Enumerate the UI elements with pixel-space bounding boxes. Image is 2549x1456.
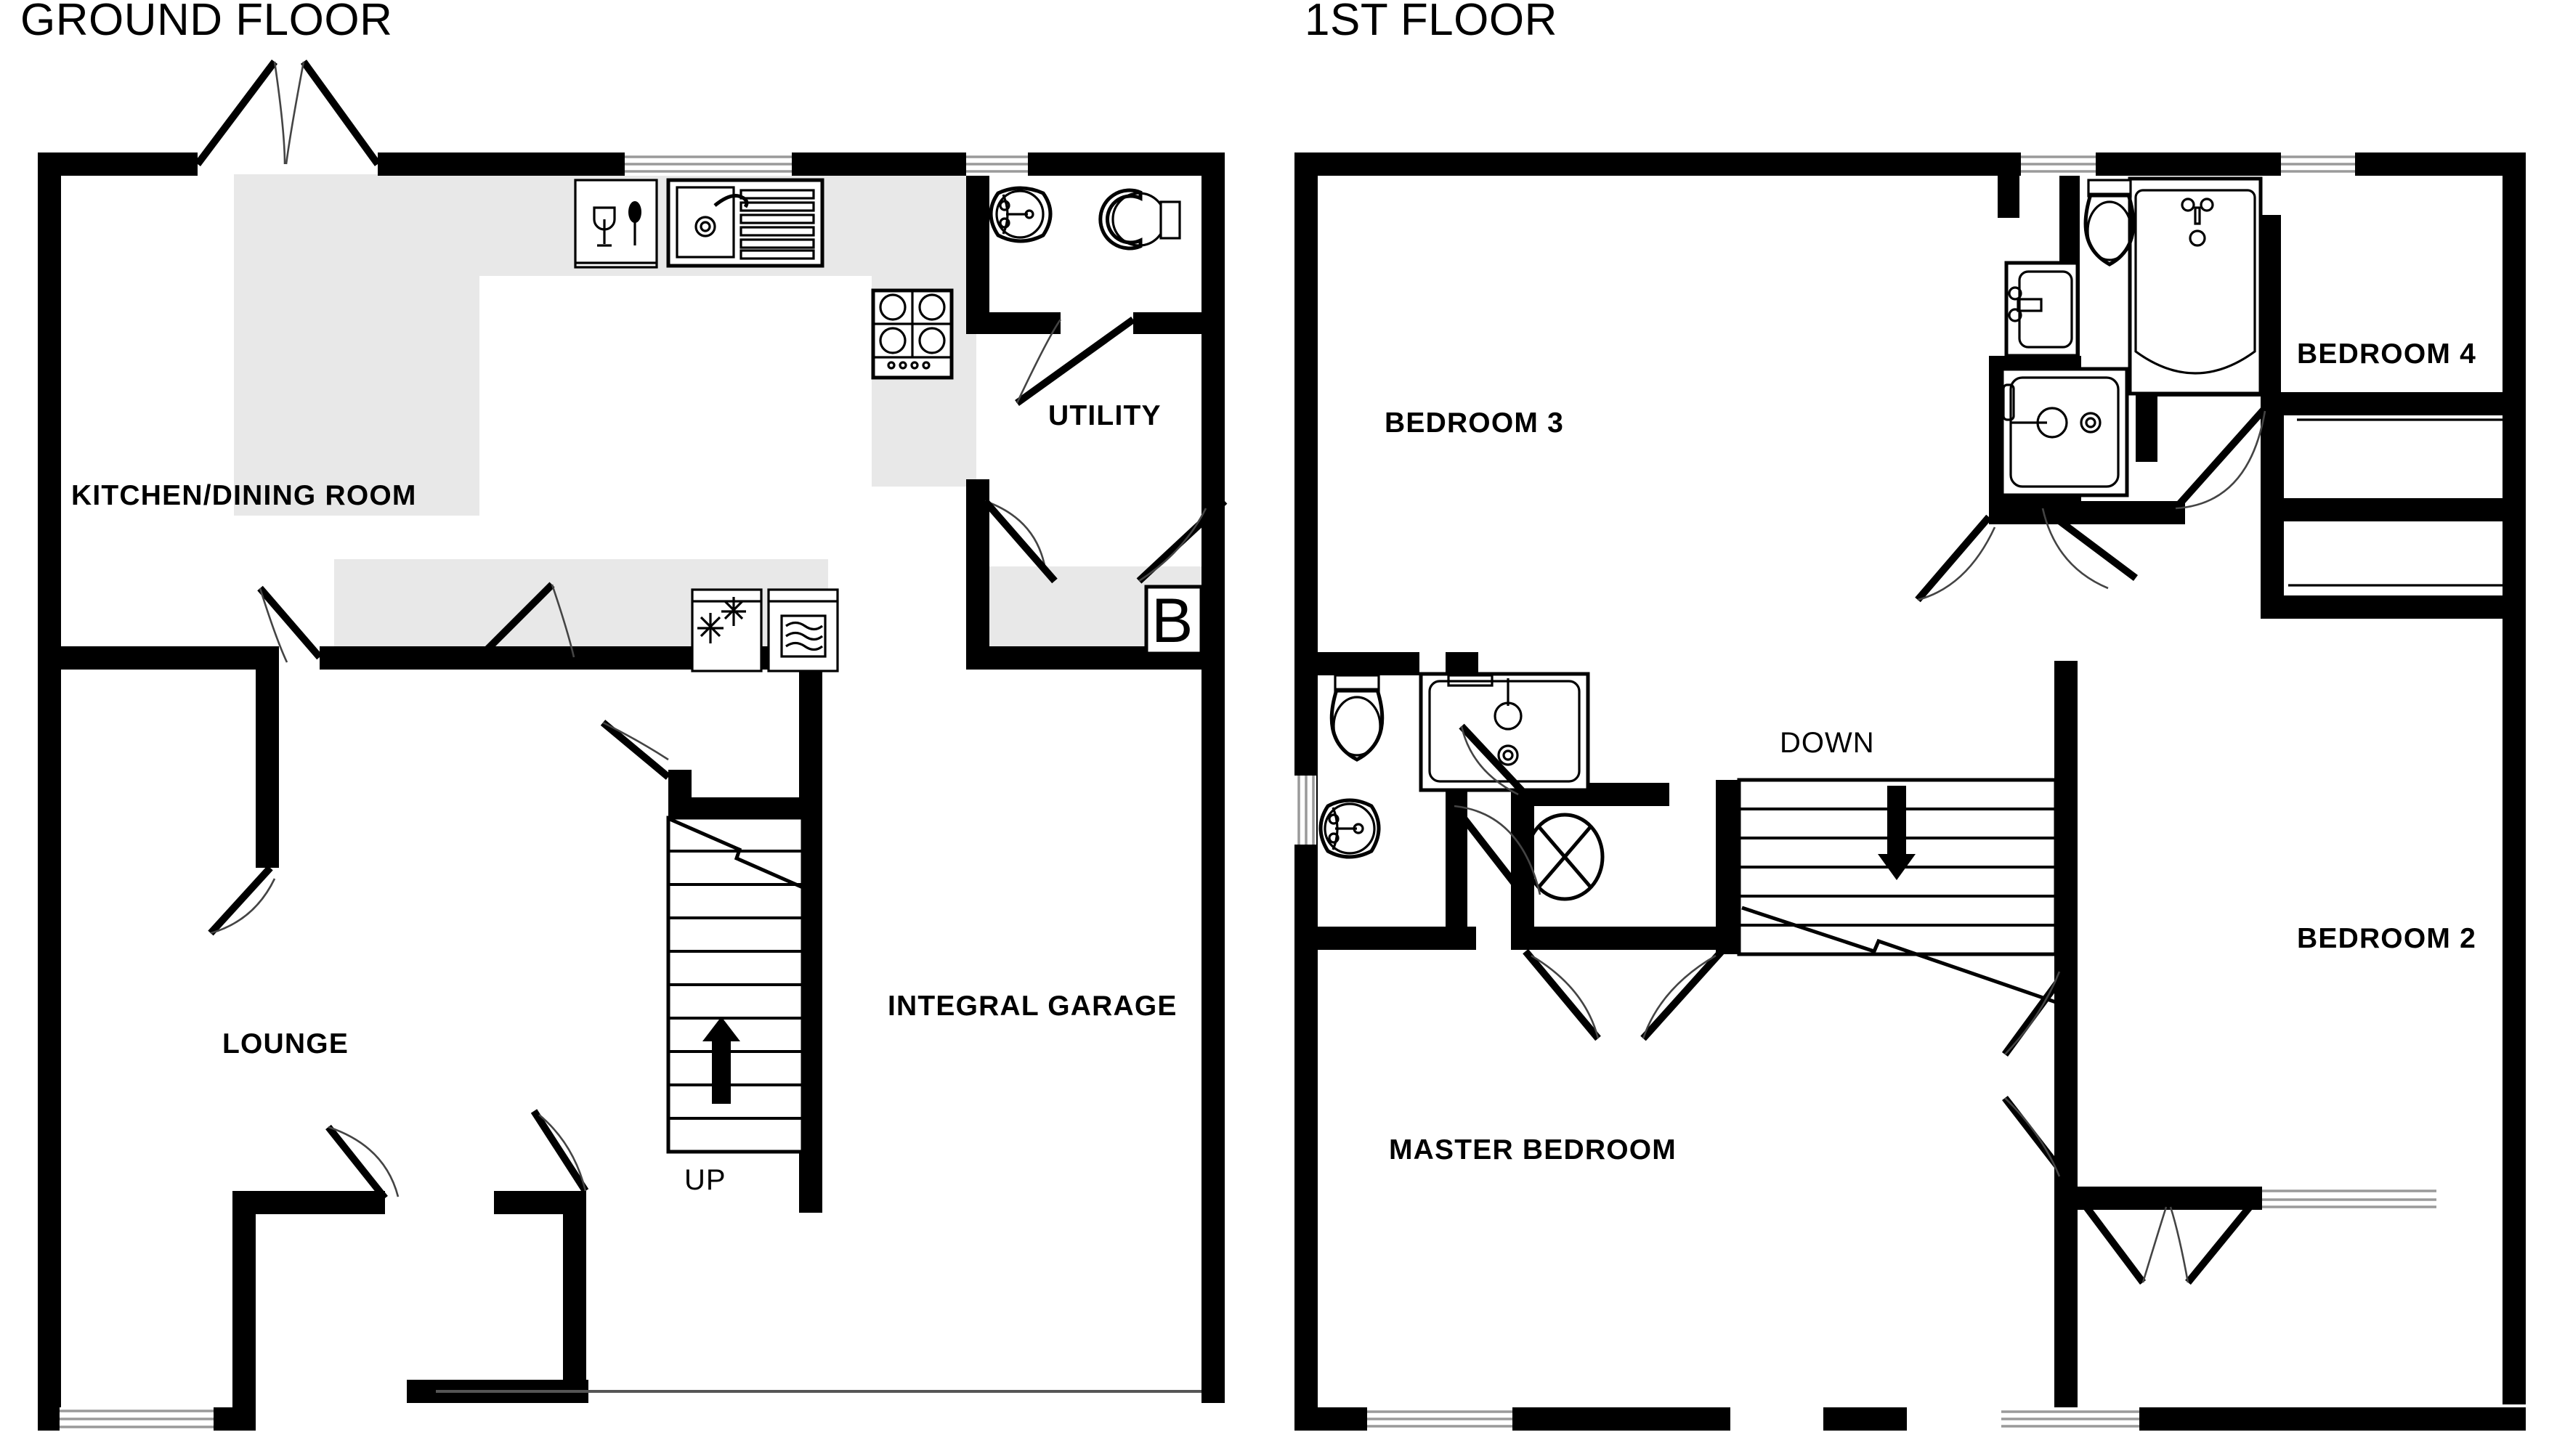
room-label-bedroom-2: BEDROOM 2	[2297, 923, 2476, 954]
door-bedroom-3[interactable]	[1915, 514, 1996, 603]
sink-with-drainer-icon	[666, 178, 824, 268]
door-bedroom-2[interactable]	[2001, 965, 2072, 1184]
bathroom-basin-icon	[2004, 261, 2080, 358]
door-lounge[interactable]	[208, 865, 276, 936]
room-label-lounge: LOUNGE	[222, 1028, 349, 1060]
door-stair-head[interactable]	[600, 720, 671, 780]
ground-floor-doors[interactable]	[208, 316, 1228, 1201]
door-garage-pedestrian[interactable]	[530, 1109, 589, 1193]
door-utility-west[interactable]	[977, 498, 1058, 584]
basin-icon	[989, 186, 1053, 243]
stairs-down-label: DOWN	[1780, 727, 1875, 759]
stairs-down: DOWN	[1737, 727, 2058, 1004]
wardrobe-icon	[2288, 407, 2526, 600]
door-utility-north[interactable]	[1015, 316, 1135, 407]
room-label-bedroom-3: BEDROOM 3	[1385, 407, 1564, 439]
ground-floor-title: GROUND FLOOR	[20, 0, 392, 45]
door-airing-cupboard[interactable]	[1459, 723, 1527, 796]
door-master-bedroom[interactable]	[1523, 948, 1725, 1041]
boiler-marker: B	[1144, 585, 1204, 656]
door-bathroom[interactable]	[2041, 505, 2138, 590]
door-bedroom-4[interactable]	[2173, 404, 2269, 511]
door-hall-east[interactable]	[1136, 498, 1228, 584]
room-label-garage: INTEGRAL GARAGE	[888, 991, 1178, 1022]
first-floor-plan: 1ST FLOOR	[1294, 0, 2526, 1431]
french-door-kitchen[interactable]	[195, 59, 381, 167]
waves-icon	[767, 588, 839, 672]
four-ring-hob-icon	[871, 288, 954, 380]
door-hall-kitchen-lower[interactable]	[257, 585, 323, 663]
bathroom-toilet-icon	[2083, 179, 2136, 267]
door-ensuite[interactable]	[1451, 803, 1541, 900]
bathtub-icon	[2128, 176, 2263, 396]
ground-floor-windows	[60, 152, 1028, 1431]
stairs-up: UP	[666, 816, 805, 1196]
first-floor-title: 1ST FLOOR	[1305, 0, 1557, 45]
toilet-icon	[1098, 188, 1181, 251]
dishwasher-icon	[574, 179, 658, 269]
room-label-bedroom-4: BEDROOM 4	[2297, 338, 2476, 370]
room-label-kitchen-dining: KITCHEN/DINING ROOM	[71, 480, 417, 511]
snowflake-icon	[691, 588, 763, 672]
door-front-hall[interactable]	[325, 1124, 400, 1201]
ground-floor-plan: GROUND FLOOR	[20, 0, 1228, 1431]
door-kitchen-hall[interactable]	[477, 582, 575, 660]
boiler-label: B	[1151, 586, 1193, 656]
ensuite-basin-icon	[1318, 798, 1381, 859]
ensuite-toilet-icon	[1329, 674, 1385, 762]
door-landing-east[interactable]	[2075, 1192, 2262, 1285]
room-label-master-bedroom: MASTER BEDROOM	[1389, 1134, 1677, 1166]
shower-tray-icon	[2000, 367, 2129, 497]
ground-floor-walls	[38, 152, 1225, 1431]
first-floor-windows	[1294, 152, 2436, 1431]
room-label-utility: UTILITY	[1048, 400, 1162, 431]
stairs-up-label: UP	[684, 1164, 726, 1196]
first-floor-doors[interactable]	[1451, 404, 2269, 1285]
